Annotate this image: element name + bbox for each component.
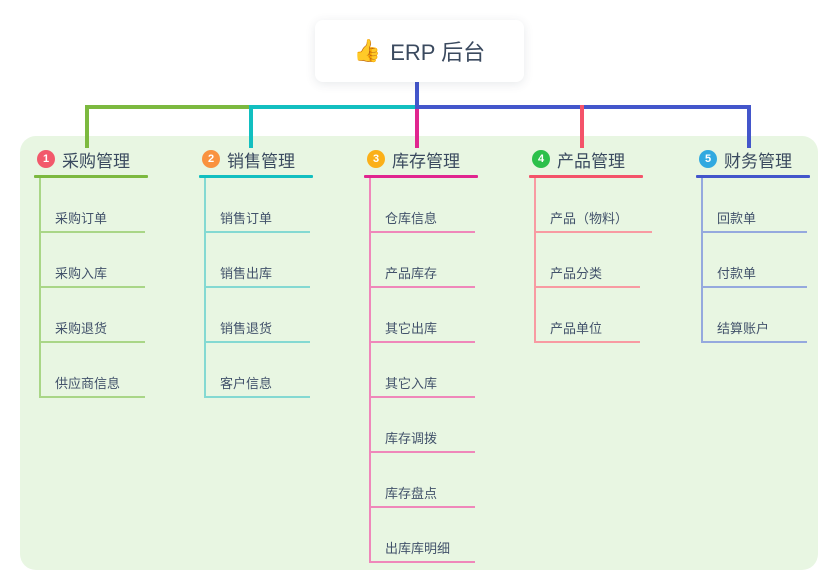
child-node[interactable]: 产品单位 [534, 288, 689, 343]
branch-node-1[interactable]: 1 采购管理 采购订单采购入库采购退货供应商信息 [34, 146, 194, 398]
branch-title[interactable]: 1 采购管理 [34, 146, 194, 172]
branch-children: 回款单付款单结算账户 [701, 178, 839, 343]
branch-child-connector [534, 178, 536, 343]
branch-title[interactable]: 5 财务管理 [696, 146, 839, 172]
root-stem-line [415, 82, 419, 109]
child-node-label: 其它入库 [369, 375, 475, 398]
branches-panel [20, 136, 818, 570]
child-node[interactable]: 其它入库 [369, 343, 524, 398]
child-node-label: 回款单 [701, 210, 807, 233]
branch-label: 采购管理 [62, 151, 130, 171]
child-node[interactable]: 其它出库 [369, 288, 524, 343]
child-node[interactable]: 销售出库 [204, 233, 359, 288]
branch-number-badge: 3 [367, 150, 385, 168]
child-node-label: 其它出库 [369, 320, 475, 343]
child-node[interactable]: 库存调拨 [369, 398, 524, 453]
child-node[interactable]: 出库库明细 [369, 508, 524, 563]
branch-child-connector [39, 178, 41, 398]
root-node-label: ERP 后台 [390, 40, 486, 65]
child-node-label: 库存盘点 [369, 485, 475, 508]
branch-underline [34, 175, 148, 178]
branch-underline [529, 175, 643, 178]
child-node-label: 库存调拨 [369, 430, 475, 453]
child-node-label: 销售订单 [204, 210, 310, 233]
child-node-label: 产品库存 [369, 265, 475, 288]
child-node[interactable]: 库存盘点 [369, 453, 524, 508]
branch-connector-drop [415, 109, 419, 148]
branch-connector-drop [85, 105, 89, 148]
branch-child-connector [204, 178, 206, 398]
branch-node-2[interactable]: 2 销售管理 销售订单销售出库销售退货客户信息 [199, 146, 359, 398]
child-node[interactable]: 产品分类 [534, 233, 689, 288]
branch-node-3[interactable]: 3 库存管理 仓库信息产品库存其它出库其它入库库存调拨库存盘点出库库明细 [364, 146, 524, 563]
branch-title[interactable]: 4 产品管理 [529, 146, 689, 172]
child-node[interactable]: 供应商信息 [39, 343, 194, 398]
branch-node-5[interactable]: 5 财务管理 回款单付款单结算账户 [696, 146, 839, 343]
branch-label: 财务管理 [724, 151, 792, 171]
child-node[interactable]: 销售退货 [204, 288, 359, 343]
branch-child-connector [369, 178, 371, 563]
branch-title[interactable]: 3 库存管理 [364, 146, 524, 172]
branch-underline [364, 175, 478, 178]
child-node-label: 采购退货 [39, 320, 145, 343]
child-node-label: 付款单 [701, 265, 807, 288]
branch-label: 产品管理 [557, 151, 625, 171]
child-node-label: 采购订单 [39, 210, 145, 233]
child-node-label: 产品单位 [534, 320, 640, 343]
branch-number-badge: 2 [202, 150, 220, 168]
branch-children: 产品（物料） 产品分类产品单位 [534, 178, 689, 343]
child-node[interactable]: 采购入库 [39, 233, 194, 288]
child-node-label: 采购入库 [39, 265, 145, 288]
child-node-label: 客户信息 [204, 375, 310, 398]
child-node[interactable]: 销售订单 [204, 178, 359, 233]
branch-number-badge: 1 [37, 150, 55, 168]
child-node-label: 销售退货 [204, 320, 310, 343]
root-node[interactable]: 👍 ERP 后台 [315, 20, 524, 82]
branch-connector-horizontal [249, 105, 419, 109]
branch-underline [199, 175, 313, 178]
child-node-label: 销售出库 [204, 265, 310, 288]
branch-label: 销售管理 [227, 151, 295, 171]
branch-label: 库存管理 [392, 151, 460, 171]
child-node[interactable]: 结算账户 [701, 288, 839, 343]
branch-children: 仓库信息产品库存其它出库其它入库库存调拨库存盘点出库库明细 [369, 178, 524, 563]
branch-connector-drop [580, 105, 584, 148]
child-node[interactable]: 采购订单 [39, 178, 194, 233]
child-node[interactable]: 仓库信息 [369, 178, 524, 233]
child-node[interactable]: 产品（物料） [534, 178, 689, 233]
child-node-label: 出库库明细 [369, 540, 475, 563]
branch-children: 采购订单采购入库采购退货供应商信息 [39, 178, 194, 398]
child-node[interactable]: 产品库存 [369, 233, 524, 288]
child-node-label: 结算账户 [701, 320, 807, 343]
child-node[interactable]: 采购退货 [39, 288, 194, 343]
branch-title[interactable]: 2 销售管理 [199, 146, 359, 172]
child-node-label: 供应商信息 [39, 375, 145, 398]
child-node-label: 产品（物料） [534, 210, 653, 233]
branch-children: 销售订单销售出库销售退货客户信息 [204, 178, 359, 398]
child-node-label: 产品分类 [534, 265, 640, 288]
child-node[interactable]: 回款单 [701, 178, 839, 233]
branch-connector-drop [747, 105, 751, 148]
branch-connector-drop [249, 105, 253, 148]
branch-number-badge: 5 [699, 150, 717, 168]
child-node[interactable]: 客户信息 [204, 343, 359, 398]
child-node[interactable]: 付款单 [701, 233, 839, 288]
branch-number-badge: 4 [532, 150, 550, 168]
branch-underline [696, 175, 810, 178]
branch-child-connector [701, 178, 703, 343]
child-node-label: 仓库信息 [369, 210, 475, 233]
thumbs-up-icon: 👍 [353, 38, 382, 63]
branch-node-4[interactable]: 4 产品管理 产品（物料） 产品分类产品单位 [529, 146, 689, 343]
